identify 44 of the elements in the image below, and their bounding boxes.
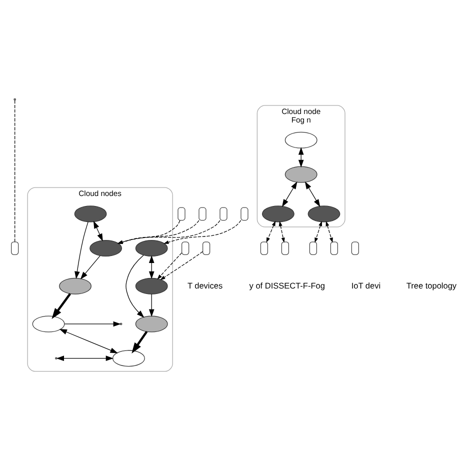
arrow <box>64 320 121 326</box>
arrow <box>304 180 320 206</box>
node-phone <box>220 206 228 220</box>
connector <box>14 100 16 242</box>
arrow <box>278 220 285 242</box>
arrow <box>148 293 154 316</box>
arrow <box>74 221 88 279</box>
node-cloud <box>135 315 168 332</box>
arrow <box>160 250 204 280</box>
node-cloud <box>308 205 340 222</box>
arrow <box>314 220 322 242</box>
arrow <box>164 220 242 244</box>
arrow <box>326 220 333 242</box>
node-phone <box>11 241 19 254</box>
arrow <box>282 180 298 206</box>
arrow <box>93 220 103 241</box>
node-cloud <box>74 205 107 222</box>
arrow <box>148 254 154 279</box>
node-cloud <box>284 131 318 148</box>
node-phone <box>178 206 186 220</box>
node-cloud <box>284 166 318 182</box>
node-cloud <box>32 315 65 332</box>
arrow <box>157 252 182 279</box>
node-phone <box>240 206 248 220</box>
node-phone <box>330 241 338 254</box>
arrow <box>59 328 118 353</box>
arrow <box>52 292 71 319</box>
arrow <box>56 355 114 360</box>
node-phone <box>202 241 210 254</box>
node-phone <box>182 241 190 254</box>
arrow <box>266 220 276 242</box>
node-phone <box>281 241 289 254</box>
arrow <box>126 254 144 318</box>
arrow <box>80 254 100 279</box>
arrow <box>298 146 304 167</box>
node-phone <box>198 206 206 220</box>
node-phone <box>351 241 359 254</box>
node-cloud <box>112 350 145 366</box>
node-cloud <box>135 277 168 294</box>
node-cloud <box>262 205 294 222</box>
node-cloud <box>59 277 92 294</box>
node-phone <box>260 241 268 254</box>
node-phone <box>309 241 317 254</box>
arrow <box>132 330 148 353</box>
